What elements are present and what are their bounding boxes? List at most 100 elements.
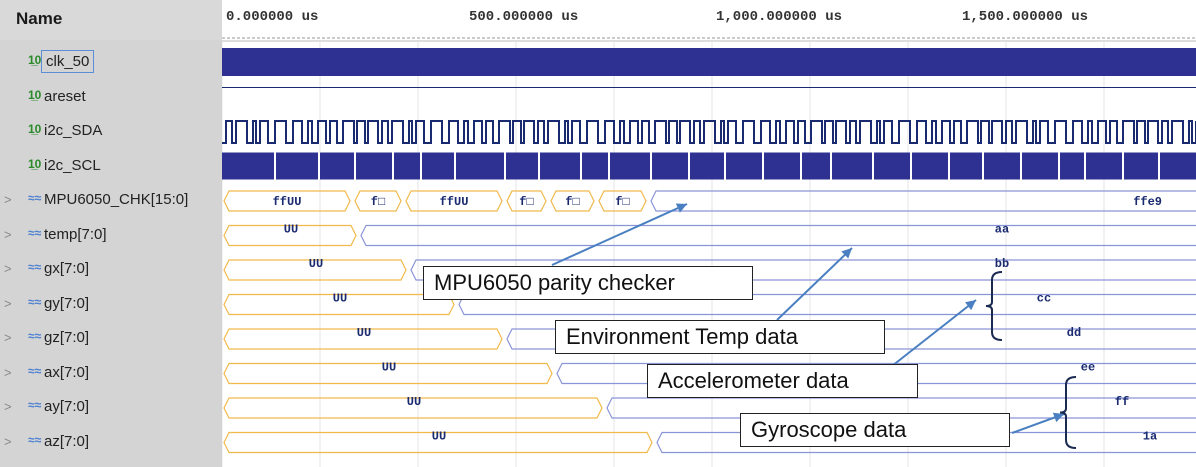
signal-name-label: gz[7:0] [44, 329, 90, 346]
scl-edge [504, 152, 506, 180]
sda-waveform [222, 120, 1196, 144]
scl-edge [580, 152, 582, 180]
mpu-chk-segment [650, 190, 1196, 212]
expand-chevron-icon[interactable]: > [4, 330, 12, 345]
undefined-segment [223, 293, 455, 316]
undefined-segment [223, 397, 603, 419]
defined-segment [556, 362, 1196, 385]
undefined-value: UU [357, 326, 371, 340]
parity-checker-callout: MPU6050 parity checker [423, 266, 753, 300]
scl-edge [872, 152, 874, 180]
mpu-chk-value: ffUU [273, 195, 302, 209]
undefined-value: UU [382, 361, 396, 375]
defined-segment [410, 259, 1196, 281]
defined-segment [606, 397, 1196, 419]
signal-name-label: ax[7:0] [44, 363, 90, 381]
signal-name-label: areset [44, 87, 86, 105]
bus-final-value: ee [1081, 361, 1095, 375]
expand-chevron-icon[interactable]: > [4, 295, 12, 311]
scl-edge [392, 152, 394, 180]
scl-edge [948, 152, 950, 180]
signal-row[interactable]: > ≈≈ax[7:0] [0, 357, 222, 391]
undefined-segment [223, 362, 553, 385]
scl-edge [650, 152, 652, 180]
signal-name-label: i2c_SDA [44, 122, 103, 139]
defined-segment [506, 328, 1196, 350]
mpu-chk-value: f□ [519, 195, 533, 209]
bus-final-value: bb [995, 257, 1009, 271]
undefined-value: UU [333, 292, 347, 306]
undefined-value: UU [432, 430, 446, 444]
scl-edge [1084, 152, 1086, 180]
scl-edge [1122, 152, 1124, 180]
signal-name-label: gx[7:0] [44, 260, 90, 277]
callout-arrow [891, 299, 977, 367]
signal-name-label: clk_50 [40, 50, 95, 73]
mpu-chk-segment [405, 190, 503, 212]
signal-name-label: gy[7:0] [44, 294, 90, 312]
expand-chevron-icon[interactable]: > [4, 364, 12, 380]
signal-row[interactable]: > ≈≈temp[7:0] [0, 219, 222, 253]
undefined-segment [223, 259, 407, 281]
signal-row[interactable]: > ≈≈az[7:0] [0, 426, 222, 460]
bus-signal-icon: ≈≈ [28, 225, 42, 240]
undefined-value: UU [284, 223, 298, 237]
mpu-chk-segment [223, 190, 351, 212]
bus-signal-icon: ≈≈ [28, 363, 42, 378]
signal-name-label: i2c_SCL [44, 156, 101, 174]
undefined-value: UU [407, 395, 421, 409]
undefined-segment [223, 431, 653, 454]
undefined-value: UU [309, 257, 323, 271]
scl-edge [608, 152, 610, 180]
scl-edge [910, 152, 912, 180]
signal-row[interactable]: >≈≈ay[7:0] [0, 391, 222, 425]
scl-edge [688, 152, 690, 180]
tick-label: 1,000.000000 us [716, 9, 843, 25]
expand-chevron-icon[interactable]: > [4, 433, 12, 449]
accelerometer-callout: Accelerometer data [647, 364, 918, 398]
scl-edge [454, 152, 456, 180]
expand-chevron-icon[interactable]: > [4, 226, 12, 242]
bus-signal-icon: ≈≈ [28, 191, 42, 205]
scl-edge [538, 152, 540, 180]
bit-signal-icon: 1̲0 [28, 156, 42, 171]
mpu-chk-value: f□ [615, 195, 629, 209]
callout-arrow [551, 203, 688, 266]
undefined-segment [223, 328, 503, 350]
signal-row[interactable]: >≈≈gx[7:0] [0, 253, 222, 287]
scl-edge [724, 152, 726, 180]
name-column-header[interactable]: Name [0, 0, 222, 40]
expand-chevron-icon[interactable]: > [4, 399, 12, 414]
signal-row[interactable]: > ≈≈gy[7:0] [0, 288, 222, 322]
gyroscope-callout: Gyroscope data [740, 413, 1010, 447]
scl-edge [318, 152, 320, 180]
signal-name-label: az[7:0] [44, 432, 90, 450]
expand-chevron-icon[interactable]: > [4, 192, 12, 207]
bus-signal-icon: ≈≈ [28, 294, 42, 309]
scl-edge [982, 152, 984, 180]
arrowhead-icon [965, 300, 976, 311]
bus-signal-icon: ≈≈ [28, 398, 42, 412]
bus-signal-icon: ≈≈ [28, 432, 42, 447]
bus-final-value: aa [995, 223, 1009, 237]
bit-signal-icon: 1̲0 [28, 53, 42, 67]
scl-edge [354, 152, 356, 180]
scl-waveform [222, 152, 1196, 180]
signal-row[interactable]: >≈≈MPU6050_CHK[15:0] [0, 184, 222, 218]
mpu-chk-segment [506, 190, 547, 212]
expand-chevron-icon[interactable]: > [4, 261, 12, 276]
bus-final-value: cc [1037, 292, 1051, 306]
signal-name-label: temp[7:0] [44, 225, 107, 243]
scl-edge [274, 152, 276, 180]
scl-edge [1058, 152, 1060, 180]
arrowhead-icon [1052, 412, 1064, 423]
scl-edge [800, 152, 802, 180]
signal-row[interactable]: >≈≈gz[7:0] [0, 322, 222, 356]
arrowhead-icon [675, 203, 687, 213]
